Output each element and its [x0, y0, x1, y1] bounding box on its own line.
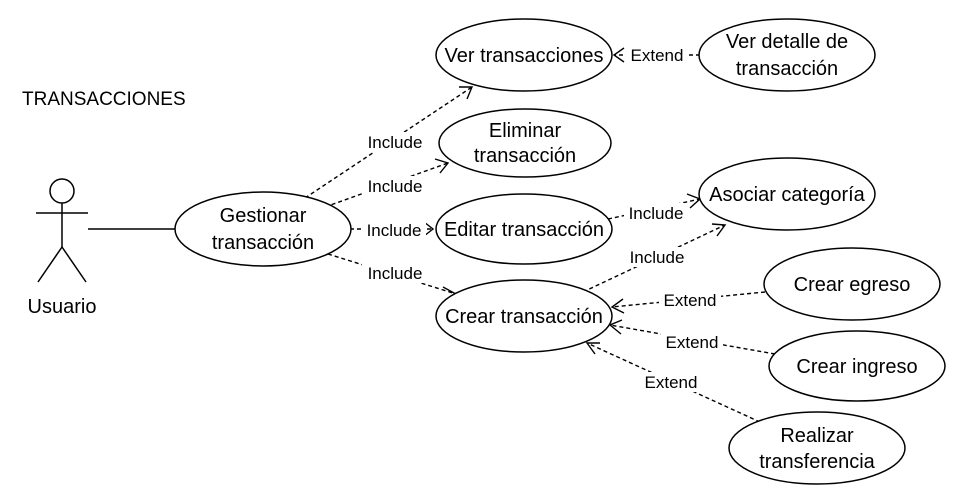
- extend-label: Extend: [666, 333, 719, 352]
- arrowhead: [459, 86, 474, 100]
- use-case-label-line1: Ver detalle de: [726, 31, 848, 53]
- extend-label: Extend: [645, 373, 698, 392]
- extend-line: [611, 291, 766, 308]
- include-label: Include: [368, 264, 423, 283]
- relation-editar-asociar: Include: [607, 193, 702, 223]
- include-line: [327, 253, 457, 295]
- extend-line: [586, 342, 761, 423]
- arrowhead: [610, 298, 625, 314]
- relation-detalle-ver: Extend: [612, 45, 700, 65]
- use-case-crear-transaccion: Crear transacción: [435, 279, 613, 353]
- use-case-crear-egreso: Crear egreso: [763, 247, 941, 321]
- relation-gestionar-crear: Include: [327, 253, 458, 302]
- actor-left-leg: [37, 246, 63, 283]
- use-case-label-line1: Eliminar: [489, 120, 562, 142]
- include-label: Include: [629, 204, 684, 223]
- relation-gestionar-ver: Include: [304, 86, 474, 199]
- arrowhead: [711, 223, 727, 237]
- use-case-realizar-transferencia: Realizar transferencia: [728, 411, 906, 485]
- use-case-ver-transacciones: Ver transacciones: [435, 18, 613, 92]
- actor-usuario: Usuario: [28, 178, 97, 318]
- use-case-editar-transaccion: Editar transacción: [435, 193, 613, 265]
- use-case-crear-ingreso: Crear ingreso: [768, 330, 946, 402]
- relation-egreso-crear: Extend: [610, 290, 766, 314]
- use-case-label: Ver transacciones: [445, 45, 604, 67]
- use-case-gestionar-transaccion: Gestionar transacción: [174, 191, 352, 267]
- include-label: Include: [630, 248, 685, 267]
- extend-label: Extend: [631, 46, 684, 65]
- use-case-eliminar-transaccion: Eliminar transacción: [438, 108, 612, 178]
- use-case-label-line2: transacción: [212, 232, 314, 254]
- use-case-label: Editar transacción: [444, 219, 604, 241]
- actor-label: Usuario: [28, 296, 97, 318]
- arrowhead: [423, 221, 435, 237]
- use-case-label-line2: transacción: [736, 58, 838, 80]
- arrowhead: [612, 47, 625, 63]
- use-case-label-line2: transferencia: [759, 451, 875, 473]
- use-case-label-line1: Realizar: [780, 425, 854, 447]
- use-case-label-line2: transacción: [474, 145, 576, 167]
- include-line: [607, 198, 701, 220]
- use-case-ver-detalle: Ver detalle de transacción: [698, 18, 876, 92]
- arrowhead: [434, 158, 450, 174]
- include-label: Include: [368, 133, 423, 152]
- use-case-label: Crear ingreso: [796, 356, 917, 378]
- extend-label: Extend: [664, 291, 717, 310]
- diagram-title: TRANSACCIONES: [22, 89, 186, 110]
- relation-ingreso-crear: Extend: [608, 319, 776, 355]
- actor-head: [49, 178, 75, 204]
- use-case-asociar-categoria: Asociar categoría: [698, 157, 876, 231]
- arrowhead: [585, 342, 600, 355]
- relation-gestionar-editar: Include: [350, 220, 435, 240]
- use-case-label: Crear egreso: [794, 274, 911, 296]
- include-label: Include: [367, 221, 422, 240]
- relation-gestionar-eliminar: Include: [324, 158, 450, 208]
- use-case-label-line1: Gestionar: [220, 205, 307, 227]
- use-case-label: Crear transacción: [445, 306, 603, 328]
- use-case-label: Asociar categoría: [709, 184, 866, 206]
- actor-right-leg: [61, 246, 87, 283]
- include-label: Include: [368, 177, 423, 196]
- relation-crear-asociar: Include: [582, 223, 727, 293]
- relation-realizar-crear: Extend: [585, 342, 761, 423]
